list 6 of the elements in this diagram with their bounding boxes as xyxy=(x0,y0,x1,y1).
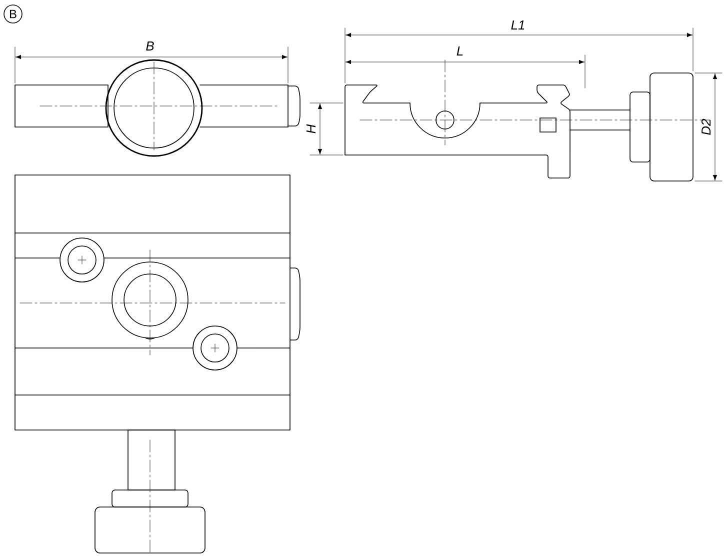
dimension-label: D2 xyxy=(701,118,711,135)
dimension-label: L xyxy=(456,46,463,56)
dimension-label: B xyxy=(146,42,154,50)
view-label: B xyxy=(4,4,22,24)
dimension-label: H xyxy=(306,124,316,134)
dimension-label: L1 xyxy=(511,20,524,30)
